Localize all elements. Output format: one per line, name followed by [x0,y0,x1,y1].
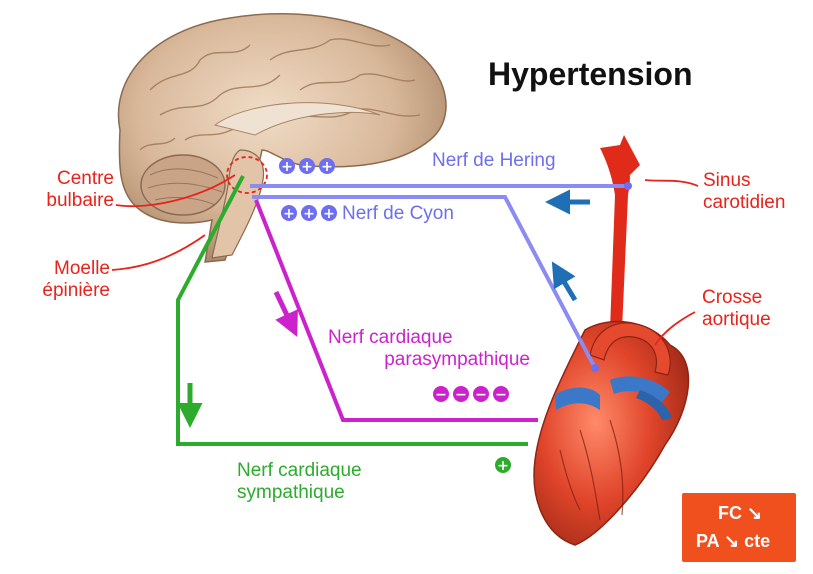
svg-text:+: + [283,206,295,222]
label-crosse-line2: aortique [702,309,771,331]
pointer-moelle [112,235,205,270]
svg-text:+: + [497,458,509,474]
carotid-artery [600,145,630,330]
label-crosse-line1: Crosse [702,287,771,309]
label-moelle-epiniere: Moelle épinière [10,258,110,302]
pointer-sinus [645,180,698,186]
svg-text:+: + [303,206,315,222]
efferent-arrow-parasympathetic [276,292,293,328]
result-pa: PA ↘ cte [696,531,770,552]
result-fc: FC ↘ [718,503,762,524]
parasympathetic-signs: − − − − [433,386,509,403]
cyon-signs: + + + [281,205,337,222]
hering-signs: + + + [279,158,335,175]
label-sinus-line2: carotidien [703,192,785,214]
label-symp-line2: sympathique [237,482,362,504]
svg-text:+: + [301,159,313,175]
label-nerf-sympathique: Nerf cardiaque sympathique [237,460,362,504]
label-nerf-cyon: Nerf de Cyon [342,203,454,225]
svg-text:−: − [475,387,487,403]
label-para-line2: parasympathique [320,349,530,371]
diagram-title: Hypertension [488,56,692,93]
label-crosse-aortique: Crosse aortique [702,287,771,331]
svg-text:+: + [323,206,335,222]
heart-illustration [534,322,688,545]
afferent-arrow-cyon [557,270,575,300]
label-moelle-line1: Moelle [10,258,110,280]
label-nerf-hering: Nerf de Hering [432,150,556,172]
svg-text:+: + [281,159,293,175]
sympathetic-signs: + [495,457,511,474]
svg-text:−: − [435,387,447,403]
label-centre-bulbaire-line1: Centre [16,168,114,190]
result-box: FC ↘ PA ↘ cte [682,493,796,562]
svg-text:−: − [455,387,467,403]
label-sinus-carotidien: Sinus carotidien [703,170,785,214]
label-sinus-line1: Sinus [703,170,785,192]
label-symp-line1: Nerf cardiaque [237,460,362,482]
label-para-line1: Nerf cardiaque [320,327,530,349]
svg-text:+: + [321,159,333,175]
label-nerf-parasympathique: Nerf cardiaque parasympathique [320,327,530,371]
svg-text:−: − [495,387,507,403]
label-centre-bulbaire: Centre bulbaire [16,168,114,212]
label-moelle-line2: épinière [10,280,110,302]
label-centre-bulbaire-line2: bulbaire [16,190,114,212]
